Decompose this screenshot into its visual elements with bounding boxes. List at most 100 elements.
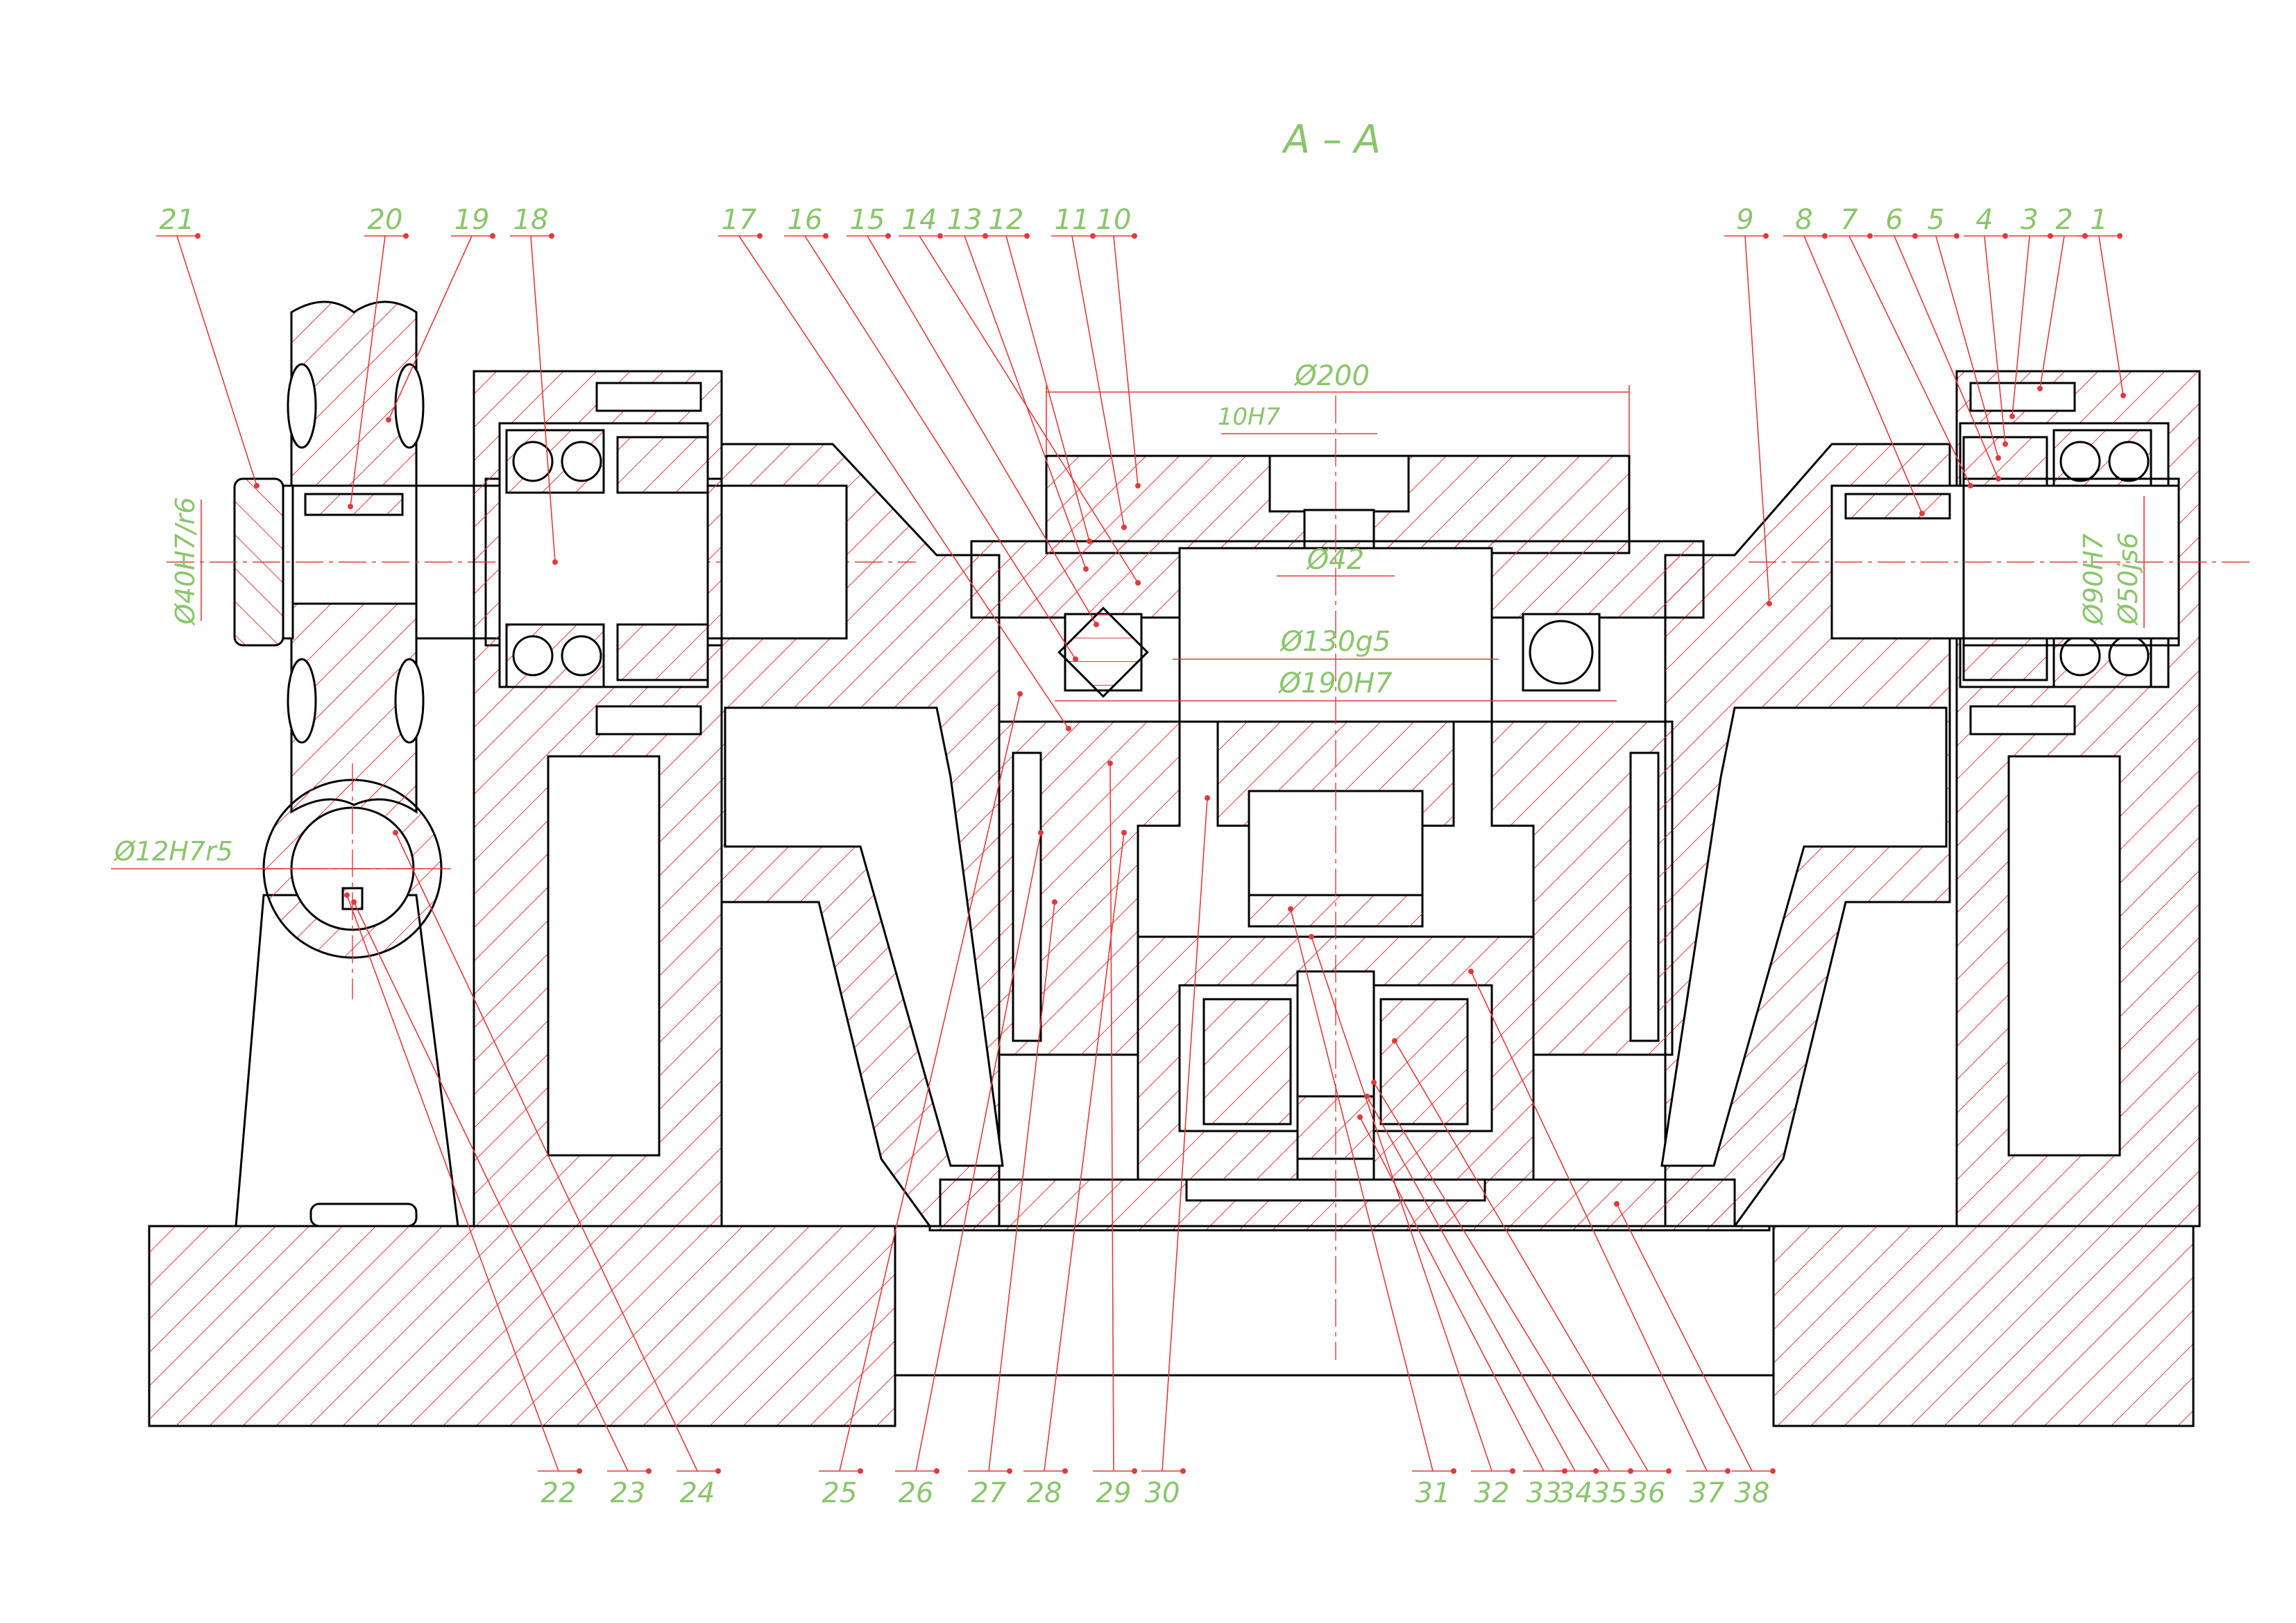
leader-line-29-dot	[1107, 760, 1113, 766]
part-underline-9-dot	[1763, 233, 1769, 239]
leader-line-32-dot	[1309, 934, 1314, 940]
leader-line-22	[346, 894, 559, 1472]
leader-line-17	[738, 235, 1069, 729]
leader-line-18	[530, 235, 556, 563]
leader-line-2-dot	[2037, 386, 2043, 391]
part-number-35: 35	[1592, 1477, 1628, 1509]
part-underline-25-dot	[858, 1468, 863, 1474]
leader-line-26	[915, 832, 1041, 1472]
part-number-31: 31	[1415, 1477, 1451, 1509]
left-bracket	[720, 443, 1004, 1227]
leader-line-34	[1366, 1096, 1576, 1472]
leader-line-38-dot	[1614, 1201, 1619, 1207]
dimension-d42: Ø42	[1306, 544, 1364, 576]
leader-line-5	[1935, 235, 1999, 459]
leader-line-33-dot	[1357, 1114, 1363, 1120]
leader-line-1	[2098, 235, 2124, 396]
part-underline-19-dot	[490, 233, 495, 239]
leader-line-20	[350, 235, 386, 507]
part-number-1: 1	[2090, 204, 2107, 236]
part-number-33: 33	[1527, 1477, 1562, 1509]
leader-line-4	[1984, 235, 2006, 445]
leader-line-19-dot	[386, 417, 391, 423]
part-underline-28-dot	[1062, 1468, 1068, 1474]
dimension-d12: Ø12H7r5	[113, 836, 233, 867]
dimension-lines	[111, 385, 2145, 869]
leader-line-31-dot	[1288, 906, 1293, 912]
dimension-d190: Ø190H7	[1277, 668, 1393, 699]
part-underline-24-dot	[715, 1468, 721, 1474]
part-number-3: 3	[2021, 204, 2038, 236]
part-underline-7-dot	[1867, 233, 1873, 239]
leader-line-25-dot	[1017, 691, 1023, 697]
right-shaft	[1749, 477, 2255, 647]
central-table	[970, 454, 1705, 723]
part-underline-15-dot	[885, 233, 891, 239]
leader-line-36	[1394, 1040, 1649, 1472]
leader-line-13-dot	[1083, 566, 1089, 572]
leader-line-2	[2039, 235, 2065, 389]
leader-line-9-dot	[1767, 601, 1772, 606]
part-underline-23-dot	[646, 1468, 652, 1474]
leader-line-17-dot	[1066, 726, 1071, 731]
part-underline-17-dot	[757, 233, 763, 239]
leader-line-19	[388, 235, 473, 420]
leader-line-5-dot	[1996, 455, 2001, 461]
section-title: A – A	[1282, 117, 1381, 162]
part-underline-8-dot	[1822, 233, 1828, 239]
leader-line-27-dot	[1052, 899, 1057, 905]
dimension-h10: 10H7	[1218, 403, 1281, 431]
part-number-25: 25	[822, 1477, 858, 1509]
part-underline-1-dot	[2117, 233, 2123, 239]
part-underline-16-dot	[823, 233, 828, 239]
part-underline-36-dot	[1666, 1468, 1672, 1474]
leader-line-38	[1616, 1203, 1753, 1472]
leader-line-21-dot	[254, 483, 260, 488]
leader-line-11-dot	[1121, 525, 1127, 530]
part-number-38: 38	[1735, 1477, 1770, 1509]
leader-line-25	[839, 693, 1021, 1472]
leader-line-15-dot	[1094, 622, 1099, 627]
part-underline-10-dot	[1132, 233, 1137, 239]
leader-line-33	[1359, 1116, 1545, 1472]
leader-line-10	[1113, 235, 1139, 486]
dimension-d130: Ø130g5	[1279, 626, 1391, 658]
part-underline-32-dot	[1510, 1468, 1515, 1474]
leader-line-6-dot	[1996, 476, 2001, 482]
dimension-d50: Ø50js6	[2113, 532, 2143, 626]
part-number-22: 22	[541, 1477, 577, 1509]
part-number-27: 27	[971, 1477, 1007, 1509]
part-underline-22-dot	[577, 1468, 582, 1474]
part-number-21: 21	[160, 204, 195, 236]
leader-line-6	[1894, 235, 1999, 479]
leader-line-12	[1005, 235, 1090, 542]
part-number-29: 29	[1096, 1477, 1132, 1509]
part-number-11: 11	[1055, 204, 1090, 236]
part-number-28: 28	[1027, 1477, 1062, 1509]
leader-line-30	[1162, 797, 1208, 1472]
part-underline-37-dot	[1725, 1468, 1730, 1474]
part-underline-27-dot	[1007, 1468, 1012, 1474]
leader-line-8-dot	[1919, 511, 1925, 516]
leader-line-35-dot	[1371, 1080, 1377, 1085]
leader-line-3-dot	[2009, 414, 2015, 419]
leader-line-13	[964, 235, 1087, 570]
part-number-23: 23	[611, 1477, 646, 1509]
part-number-14: 14	[902, 204, 937, 236]
part-number-17: 17	[722, 204, 757, 236]
leader-line-10-dot	[1135, 483, 1141, 488]
part-underline-18-dot	[549, 233, 554, 239]
part-underline-14-dot	[937, 233, 943, 239]
leader-line-8	[1803, 235, 1923, 514]
leader-line-20-dot	[348, 504, 353, 509]
leader-line-32	[1311, 936, 1493, 1472]
part-number-19: 19	[454, 204, 490, 236]
leader-line-26-dot	[1038, 830, 1044, 835]
part-number-6: 6	[1885, 204, 1903, 236]
part-number-30: 30	[1145, 1477, 1180, 1509]
dimension-d200: Ø200	[1293, 360, 1370, 392]
leader-line-15	[867, 235, 1097, 625]
part-number-15: 15	[850, 204, 885, 236]
part-number-34: 34	[1558, 1477, 1593, 1509]
